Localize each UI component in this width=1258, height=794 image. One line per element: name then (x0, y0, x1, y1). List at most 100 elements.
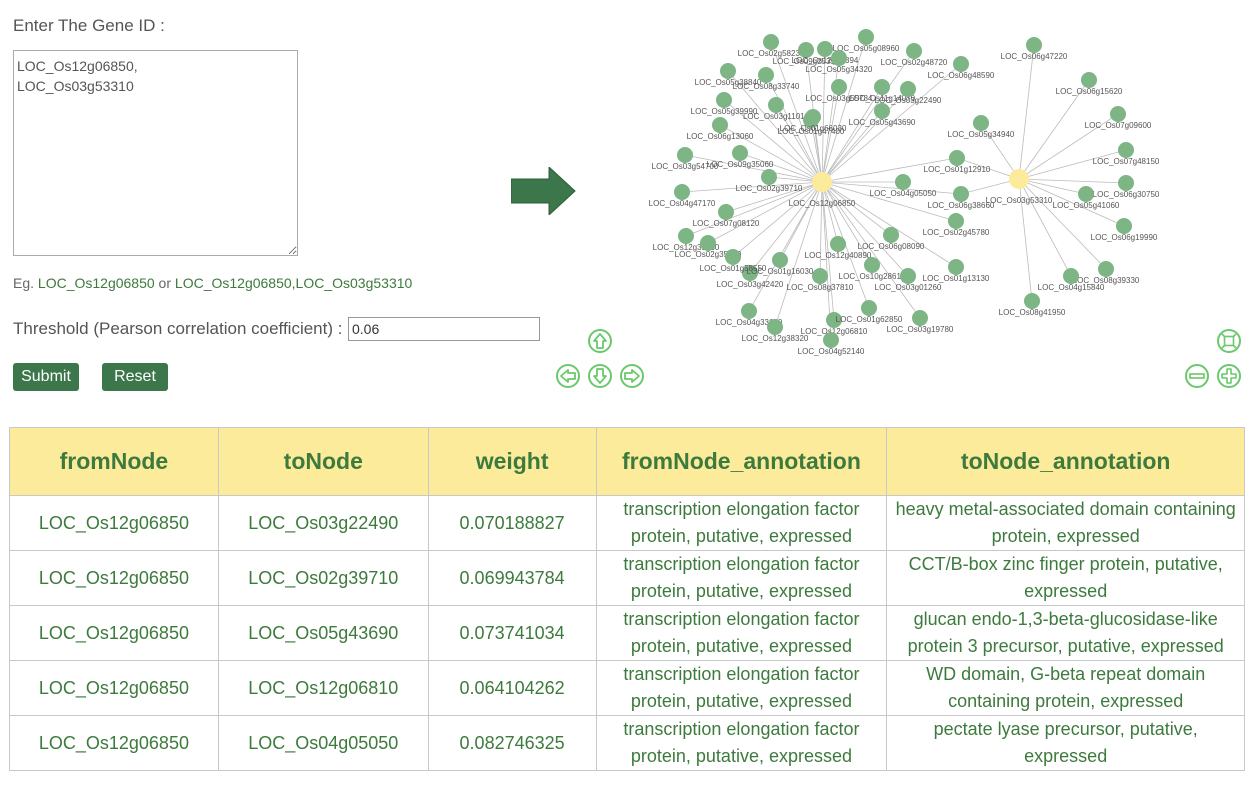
cell-tonode-annotation: pectate lyase precursor, putative, expre… (886, 715, 1245, 771)
node-label: LOC_Os04g47170 (649, 199, 716, 208)
gene-node[interactable] (864, 257, 880, 273)
gene-node[interactable] (831, 79, 847, 95)
gene-node[interactable] (718, 204, 734, 220)
gene-node[interactable] (772, 252, 788, 268)
cell-tonode: LOC_Os02g39710 (217, 550, 429, 606)
node-label: LOC_Os12g05394 (792, 56, 859, 65)
node-label: LOC_Os02g48720 (881, 58, 948, 67)
gene-node[interactable] (883, 227, 899, 243)
gene-node[interactable] (732, 145, 748, 161)
gene-node[interactable] (906, 43, 922, 59)
gene-node[interactable] (912, 310, 928, 326)
gene-node[interactable] (700, 235, 716, 251)
pan-right-icon[interactable] (619, 363, 645, 389)
gene-id-label: Enter The Gene ID : (13, 16, 165, 35)
pan-down-icon[interactable] (587, 363, 613, 389)
gene-node[interactable] (767, 319, 783, 335)
gene-node[interactable] (761, 169, 777, 185)
gene-node[interactable] (805, 109, 821, 125)
network-edge (821, 86, 840, 183)
table-header-row: fromNode toNode weight fromNode_annotati… (9, 427, 1245, 496)
hub-node[interactable] (812, 172, 832, 192)
gene-node[interactable] (953, 186, 969, 202)
gene-node[interactable] (742, 265, 758, 281)
gene-node[interactable] (812, 268, 828, 284)
gene-node[interactable] (758, 67, 774, 83)
gene-node[interactable] (1026, 37, 1042, 53)
gene-node[interactable] (948, 213, 964, 229)
network-edge (749, 181, 823, 274)
pan-left-icon[interactable] (555, 363, 581, 389)
gene-node[interactable] (1116, 218, 1132, 234)
hub-node[interactable] (1009, 169, 1029, 189)
zoom-in-icon[interactable] (1216, 363, 1242, 389)
node-label: LOC_Os05g34320 (806, 65, 873, 74)
gene-node[interactable] (678, 228, 694, 244)
gene-node[interactable] (948, 259, 964, 275)
gene-node[interactable] (763, 34, 779, 50)
node-label: LOC_Os12g38320 (742, 334, 809, 343)
cell-fromnode: LOC_Os12g06850 (9, 605, 219, 661)
network-edge (770, 41, 823, 183)
gene-node[interactable] (858, 29, 874, 45)
gene-node[interactable] (817, 41, 833, 57)
gene-node[interactable] (1024, 293, 1040, 309)
gene-node[interactable] (768, 97, 784, 113)
gene-node[interactable] (712, 117, 728, 133)
gene-node[interactable] (1118, 175, 1134, 191)
threshold-label: Threshold (Pearson correlation coefficie… (13, 319, 343, 338)
pan-up-icon[interactable] (587, 328, 613, 354)
gene-node[interactable] (874, 103, 890, 119)
gene-node[interactable] (900, 81, 916, 97)
node-label: LOC_Os05g38840 (695, 78, 762, 87)
gene-node[interactable] (949, 150, 965, 166)
gene-node[interactable] (1078, 186, 1094, 202)
zoom-fit-icon[interactable] (1216, 328, 1242, 354)
gene-node[interactable] (823, 332, 839, 348)
network-edge (1018, 178, 1087, 195)
node-label: LOC_Os08g41950 (999, 308, 1066, 317)
submit-button[interactable]: Submit (13, 363, 79, 391)
node-label: LOC_Os05g08960 (833, 44, 900, 53)
gene-node[interactable] (826, 312, 842, 328)
network-edge (821, 86, 883, 183)
gene-node[interactable] (674, 184, 690, 200)
zoom-out-icon[interactable] (1184, 363, 1210, 389)
gene-node[interactable] (1081, 72, 1097, 88)
gene-node[interactable] (831, 50, 847, 66)
network-edge (821, 181, 957, 222)
gene-node[interactable] (900, 268, 916, 284)
node-label: LOC_Os08g33740 (733, 82, 800, 91)
gene-node[interactable] (895, 174, 911, 190)
gene-node[interactable] (720, 63, 736, 79)
cell-fromnode-annotation: transcription elongation factor protein,… (595, 660, 888, 716)
coexpression-network[interactable]: LOC_Os02g58230LOC_Os09g25390LOC_Os12g053… (640, 25, 1200, 365)
network-edge (748, 181, 823, 312)
cell-weight: 0.073741034 (427, 605, 597, 661)
node-label: LOC_Os01g12910 (924, 165, 991, 174)
gene-node[interactable] (1110, 106, 1126, 122)
gene-node[interactable] (973, 115, 989, 131)
cell-tonode-annotation: glucan endo-1,3-beta-glucosidase-like pr… (886, 605, 1245, 661)
gene-node[interactable] (861, 300, 877, 316)
node-label: LOC_Os04g33690 (716, 318, 783, 327)
table-row: LOC_Os12g06850 LOC_Os03g22490 0.07018882… (9, 495, 1245, 551)
gene-node[interactable] (830, 236, 846, 252)
gene-node[interactable] (953, 56, 969, 72)
threshold-input[interactable] (348, 317, 540, 341)
cell-tonode: LOC_Os05g43690 (217, 605, 429, 661)
gene-node[interactable] (1118, 142, 1134, 158)
node-label: LOC_Os01g47400 (778, 127, 845, 136)
gene-node[interactable] (725, 249, 741, 265)
gene-id-input[interactable] (13, 50, 298, 256)
network-edge (739, 152, 823, 183)
gene-node[interactable] (798, 42, 814, 58)
gene-node[interactable] (677, 147, 693, 163)
gene-node[interactable] (874, 79, 890, 95)
gene-node[interactable] (1098, 261, 1114, 277)
gene-node[interactable] (716, 92, 732, 108)
gene-node[interactable] (741, 303, 757, 319)
reset-button[interactable]: Reset (102, 363, 168, 391)
gene-node[interactable] (1063, 268, 1079, 284)
node-label: LOC_Os04g52140 (798, 347, 865, 356)
